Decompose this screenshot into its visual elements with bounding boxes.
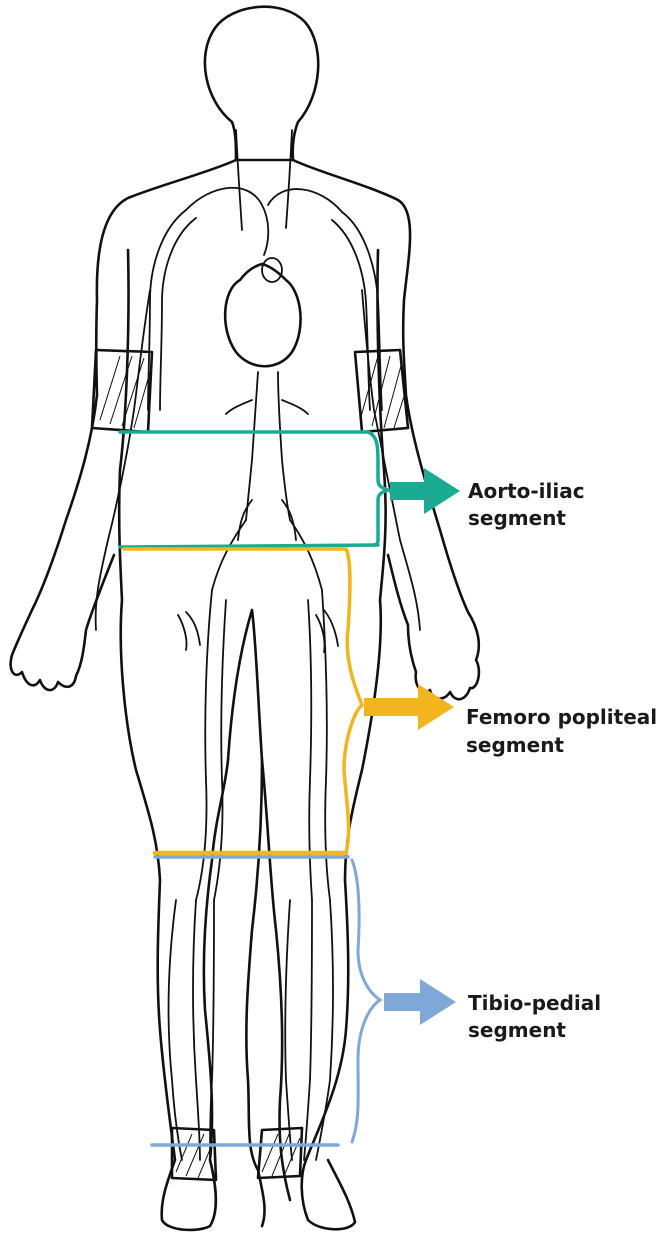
tibio-pedial-arrow: [384, 979, 456, 1025]
tibio-pedial-label-line1: Tibio-pedial: [468, 991, 601, 1015]
femoro-popliteal-marker: [124, 549, 454, 853]
aorto-iliac-label-line1: Aorto-iliac: [468, 479, 585, 503]
heart: [225, 264, 300, 366]
head: [205, 7, 318, 160]
femoro-popliteal-arrow: [364, 684, 454, 730]
aorto-iliac-arrow: [390, 468, 460, 514]
aorto-iliac-label-line2: segment: [468, 506, 566, 530]
aorto-iliac-marker: [120, 432, 460, 547]
tibio-pedial-label-line2: segment: [468, 1018, 566, 1042]
inner-leg-left: [228, 610, 265, 1226]
right-arm-inner: [362, 290, 420, 630]
femoro-popliteal-label-line1: Femoro popliteal: [466, 705, 657, 729]
femoro-popliteal-label-line2: segment: [466, 733, 564, 757]
